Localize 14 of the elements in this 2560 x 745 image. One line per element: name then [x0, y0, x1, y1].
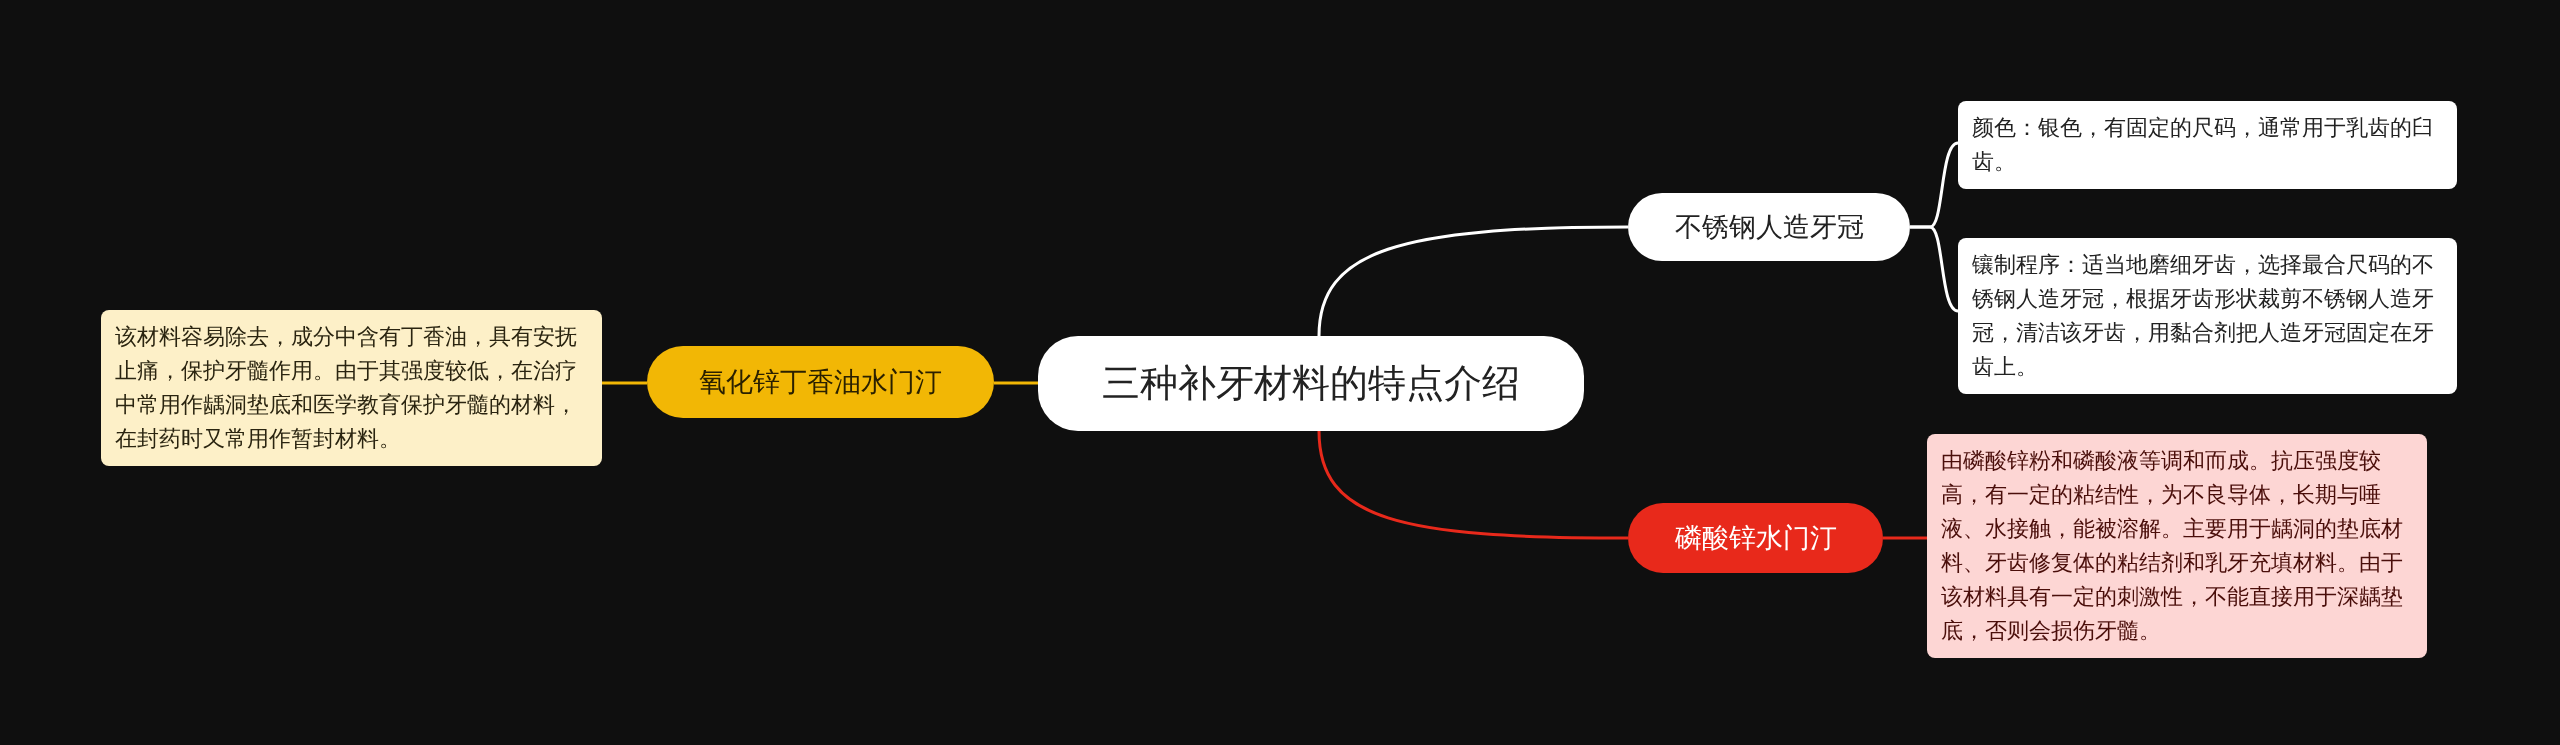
topic-box: 三种补牙材料的特点介绍 [1038, 336, 1584, 431]
branch-box: 不锈钢人造牙冠 [1628, 193, 1910, 261]
note-box: 颜色：银色，有固定的尺码，通常用于乳齿的臼齿。 [1958, 101, 2457, 189]
connector-line [1317, 225, 1628, 337]
branch-box: 磷酸锌水门汀 [1628, 503, 1883, 573]
note-box: 该材料容易除去，成分中含有丁香油，具有安抚止痛，保护牙髓作用。由于其强度较低，在治疗中常用作龋洞垫底和医学教育保护牙髓的材料，在封药时又常用作暂封材料。 [101, 310, 602, 466]
connector-line [994, 381, 1038, 385]
note-box: 由磷酸锌粉和磷酸液等调和而成。抗压强度较高，有一定的粘结性，为不良导体，长期与唾液、水接触，能被溶解。主要用于龋洞的垫底材料、牙齿修复体的粘结剂和乳牙充填材料。由于该材料具有一定的刺激性，不能直接用于深龋垫底，否则会损伤牙髓。 [1927, 434, 2427, 658]
branch-box: 氧化锌丁香油水门汀 [647, 346, 994, 418]
note-box: 镶制程序：适当地磨细牙齿，选择最合尺码的不锈钢人造牙冠，根据牙齿形状裁剪不锈钢人造牙冠，清洁该牙齿，用黏合剂把人造牙冠固定在牙齿上。 [1958, 238, 2457, 394]
connector-line [602, 381, 647, 385]
connector-line [1910, 225, 1959, 313]
connector-line [1883, 536, 1927, 540]
connector-line [1317, 430, 1628, 540]
